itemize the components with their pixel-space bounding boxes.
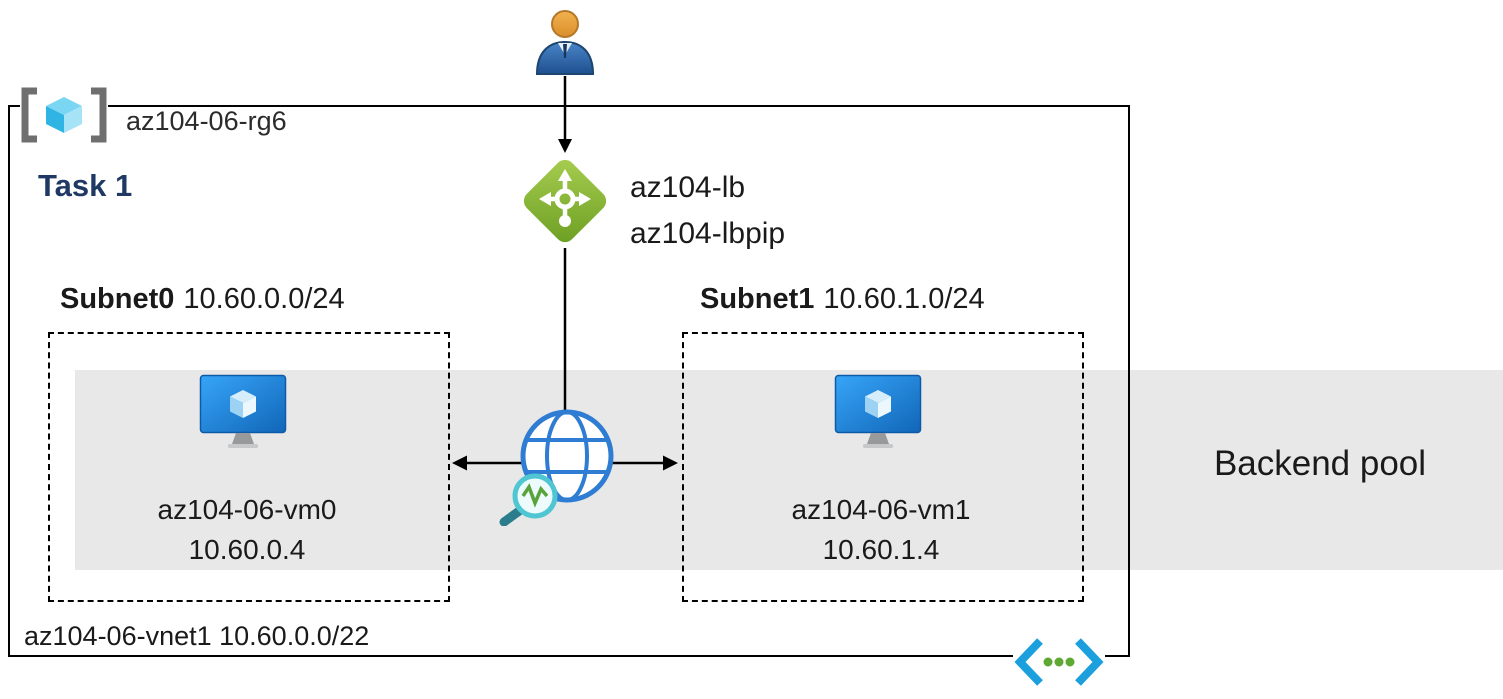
vm0-name: az104-06-vm0	[157, 494, 337, 525]
vm0-labels: az104-06-vm0 10.60.0.4	[48, 490, 446, 570]
globe-health-probe-icon	[495, 408, 623, 527]
load-balancer-pip: az104-lbpip	[630, 217, 786, 250]
subnet0-cidr: 10.60.0.0/24	[183, 283, 345, 315]
user-icon	[533, 6, 597, 76]
resource-group-label: az104-06-rg6	[126, 106, 287, 136]
subnet1-cidr: 10.60.1.0/24	[823, 283, 985, 315]
resource-group-icon	[20, 86, 108, 144]
vm0-ip: 10.60.0.4	[188, 534, 306, 565]
vm-icon	[199, 374, 287, 454]
vm1-name: az104-06-vm1	[791, 494, 971, 525]
vm-icon	[834, 374, 922, 454]
load-balancer-labels: az104-lb az104-lbpip	[630, 165, 785, 257]
task-label: Task 1	[38, 168, 133, 203]
resource-group-box	[8, 105, 1130, 657]
load-balancer-name: az104-lb	[630, 171, 746, 204]
vm1-ip: 10.60.1.4	[822, 534, 940, 565]
subnet1-name: Subnet1	[700, 283, 815, 315]
subnet0-box	[48, 332, 450, 602]
virtual-network-icon	[1013, 636, 1105, 688]
subnet1-box	[682, 332, 1084, 602]
backend-pool-band	[75, 370, 1503, 570]
backend-pool-label: Backend pool	[1213, 444, 1427, 483]
vnet-label: az104-06-vnet1 10.60.0.0/22	[24, 621, 370, 651]
subnet0-name: Subnet0	[60, 283, 175, 315]
load-balancer-icon	[517, 153, 613, 249]
vm1-labels: az104-06-vm1 10.60.1.4	[682, 490, 1080, 570]
